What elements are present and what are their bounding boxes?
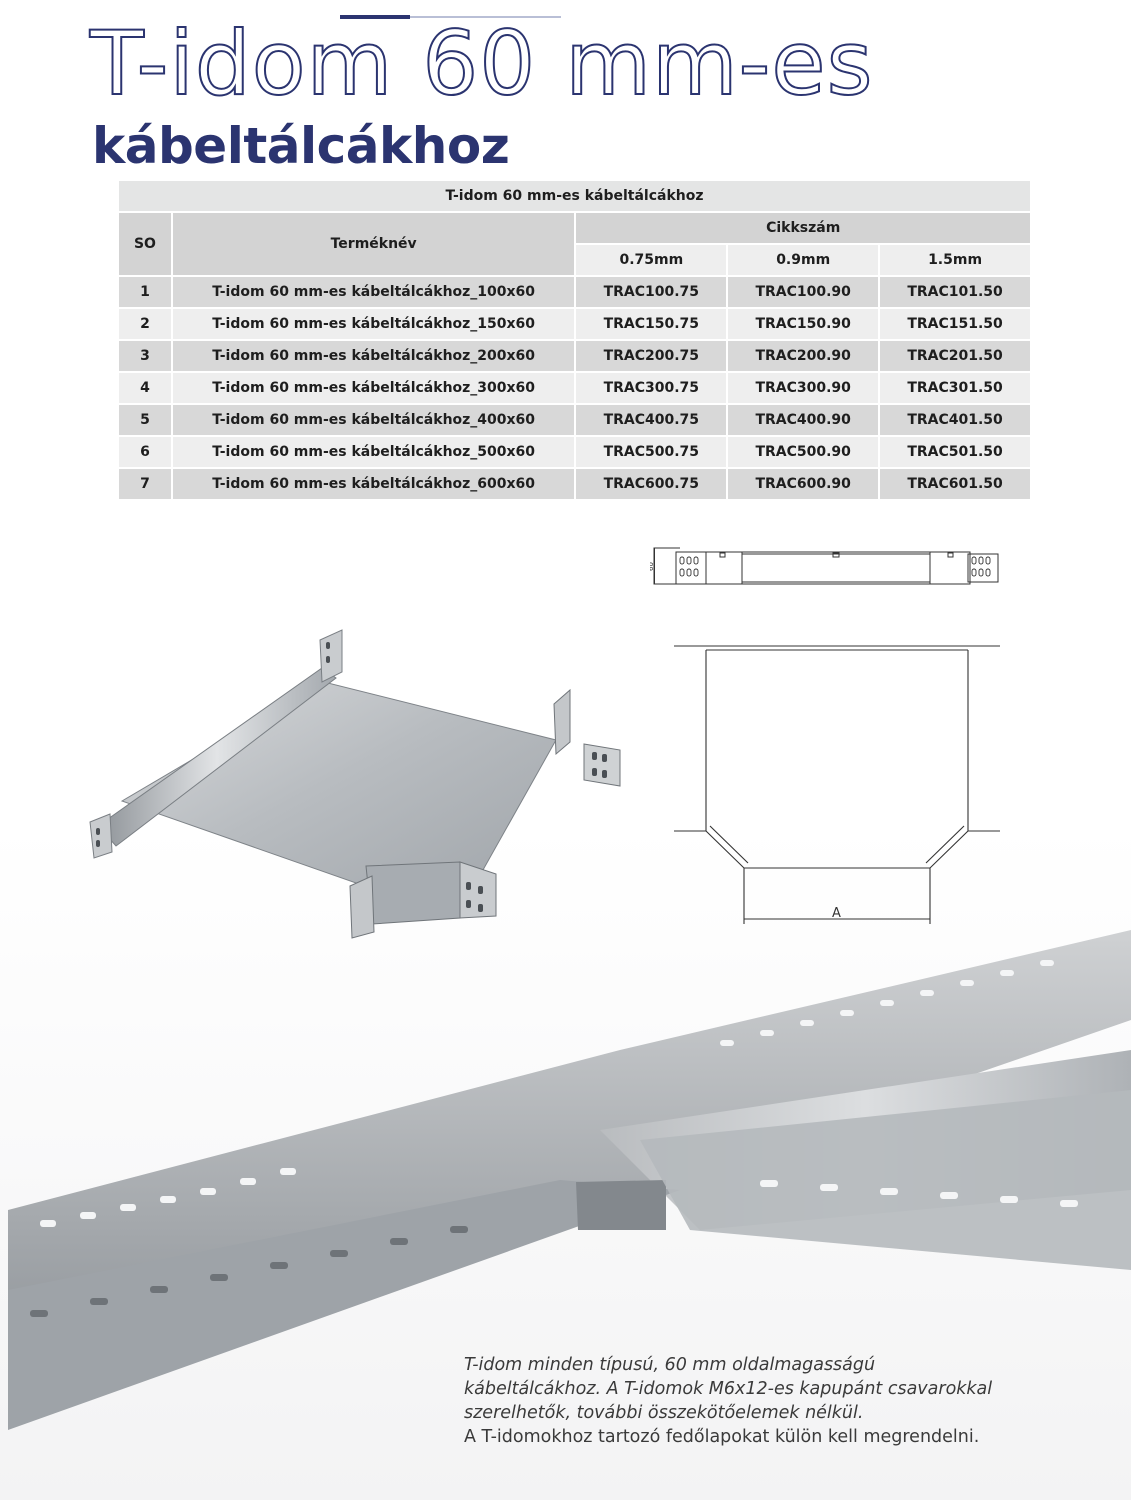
row-code-09: TRAC400.90 [728,405,879,435]
row-so: 4 [119,373,171,403]
plan-view-drawing: A [674,645,1000,924]
row-code-15: TRAC301.50 [880,373,1030,403]
row-code-09: TRAC150.90 [728,309,879,339]
table-row: 7 T-idom 60 mm-es kábeltálcákhoz_600x60 … [119,469,1030,499]
side-elevation-drawing: 60 [650,547,999,585]
page-subtitle: kábeltálcákhoz [92,117,510,175]
header-article-number: Cikkszám [576,213,1030,243]
row-code-09: TRAC300.90 [728,373,879,403]
row-code-075: TRAC500.75 [576,437,727,467]
row-product-name: T-idom 60 mm-es kábeltálcákhoz_300x60 [172,373,575,403]
t-piece-render [89,629,621,939]
description-line-1: T-idom minden típusú, 60 mm oldalmagassá… [464,1355,876,1375]
header-product-name: Terméknév [172,213,575,275]
header-size-075: 0.75mm [576,245,727,275]
row-code-15: TRAC601.50 [880,469,1030,499]
row-so: 3 [119,341,171,371]
row-code-075: TRAC600.75 [576,469,727,499]
description-line-3: szerelhetők, további összekötőelemek nél… [464,1403,864,1423]
row-code-075: TRAC200.75 [576,341,727,371]
table-row: 1 T-idom 60 mm-es kábeltálcákhoz_100x60 … [119,277,1030,307]
table-row: 4 T-idom 60 mm-es kábeltálcákhoz_300x60 … [119,373,1030,403]
table-row: 6 T-idom 60 mm-es kábeltálcákhoz_500x60 … [119,437,1030,467]
header-rule [340,16,561,18]
row-so: 1 [119,277,171,307]
header-so: SO [119,213,171,275]
description-line-4: A T-idomokhoz tartozó fedőlapokat külön … [464,1427,980,1447]
table-row: 2 T-idom 60 mm-es kábeltálcákhoz_150x60 … [119,309,1030,339]
row-product-name: T-idom 60 mm-es kábeltálcákhoz_200x60 [172,341,575,371]
row-code-15: TRAC151.50 [880,309,1030,339]
row-code-09: TRAC100.90 [728,277,879,307]
row-code-09: TRAC600.90 [728,469,879,499]
header-size-15: 1.5mm [880,245,1030,275]
product-table: T-idom 60 mm-es kábeltálcákhoz SO Termék… [117,179,1032,501]
description-line-2: kábeltálcákhoz. A T-idomok M6x12-es kapu… [464,1379,993,1399]
table-row: 3 T-idom 60 mm-es kábeltálcákhoz_200x60 … [119,341,1030,371]
row-product-name: T-idom 60 mm-es kábeltálcákhoz_150x60 [172,309,575,339]
product-description: T-idom minden típusú, 60 mm oldalmagassá… [464,1353,1104,1449]
row-product-name: T-idom 60 mm-es kábeltálcákhoz_500x60 [172,437,575,467]
row-code-09: TRAC200.90 [728,341,879,371]
header-rule-accent [340,15,410,19]
row-so: 2 [119,309,171,339]
header-size-09: 0.9mm [728,245,879,275]
page-title: T-idom 60 mm-es [89,12,874,115]
row-code-075: TRAC400.75 [576,405,727,435]
row-so: 6 [119,437,171,467]
side-height-label: 60 [650,562,655,571]
row-product-name: T-idom 60 mm-es kábeltálcákhoz_100x60 [172,277,575,307]
row-code-15: TRAC201.50 [880,341,1030,371]
table-row: 5 T-idom 60 mm-es kábeltálcákhoz_400x60 … [119,405,1030,435]
row-so: 5 [119,405,171,435]
row-code-09: TRAC500.90 [728,437,879,467]
row-code-075: TRAC100.75 [576,277,727,307]
row-product-name: T-idom 60 mm-es kábeltálcákhoz_600x60 [172,469,575,499]
row-code-075: TRAC150.75 [576,309,727,339]
installed-tray-render [8,930,1131,1430]
row-code-15: TRAC501.50 [880,437,1030,467]
row-so: 7 [119,469,171,499]
dimension-a-label: A [832,906,841,921]
table-caption: T-idom 60 mm-es kábeltálcákhoz [119,181,1030,211]
row-code-15: TRAC401.50 [880,405,1030,435]
row-code-15: TRAC101.50 [880,277,1030,307]
row-product-name: T-idom 60 mm-es kábeltálcákhoz_400x60 [172,405,575,435]
row-code-075: TRAC300.75 [576,373,727,403]
